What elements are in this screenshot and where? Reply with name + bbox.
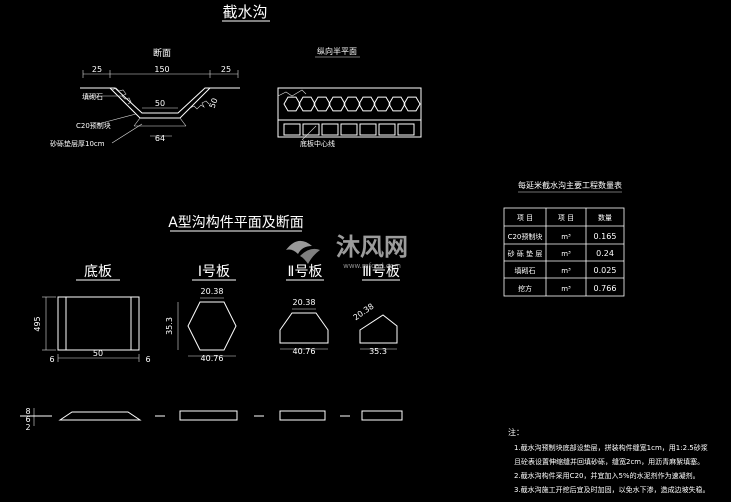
label-concrete: C20预制块 [76, 121, 111, 130]
hexagon-block [328, 96, 346, 112]
part-label-plate-1: Ⅰ号板 [198, 264, 230, 280]
notes-head: 注： [508, 427, 524, 437]
dim-right-shoulder: 25 [221, 65, 231, 74]
table-cell: 砂 砾 垫 层 [508, 249, 543, 258]
brick-block [359, 123, 377, 136]
dim-plate2-top: 20.38 [293, 298, 316, 307]
note-line: 2.截水沟构件采用C20，并宜加入5%的水泥剂作为速凝剂。 [514, 471, 700, 480]
table-cell: 挖方 [518, 284, 532, 293]
quantity-table: 每延米截水沟主要工程数量表 项 目 项 目 数量 C20预制块 m³ 0.165… [503, 180, 625, 297]
dim-plate1-width: 40.76 [201, 354, 224, 363]
trench-half-plan: 纵向半平面 底板中心线 [277, 46, 422, 148]
side-elevations: 8 6 2 [20, 407, 403, 432]
dim-plate3-bottom: 35.3 [369, 347, 387, 356]
part-label-plate-2: Ⅱ号板 [288, 264, 323, 280]
hexagon-block [298, 96, 316, 112]
dim-bottom: 50 [155, 99, 165, 108]
table-cell: m³ [561, 250, 571, 258]
hexagon-block [403, 96, 421, 112]
hexagon-block [373, 96, 391, 112]
brick-block [321, 123, 339, 136]
plate-1-drawing: 20.38 35.3 40.76 [165, 287, 237, 363]
label-gravel: 砂砾垫层厚10cm [50, 139, 105, 148]
table-cell: m³ [561, 267, 571, 275]
hexagon-block [358, 96, 376, 112]
plate-2-drawing: 20.38 40.76 [279, 298, 329, 356]
note-line: 1.截水沟预制块底部设垫层，拼装构件缝宽1cm，用1:2.5砂浆 [514, 443, 708, 452]
table-header-item: 项 目 [517, 214, 533, 222]
table-title: 每延米截水沟主要工程数量表 [518, 180, 622, 190]
brick-block [302, 123, 320, 136]
table-cell: C20预制块 [508, 232, 543, 241]
dim-left-shoulder: 25 [92, 65, 102, 74]
brick-block [340, 123, 358, 136]
notes: 注： 1.截水沟预制块底部设垫层，拼装构件缝宽1cm，用1:2.5砂浆 且砼表设… [508, 427, 710, 494]
watermark-logo-icon [286, 240, 320, 264]
part-label-plate-3: Ⅲ号板 [362, 264, 400, 280]
hexagon-block [388, 96, 406, 112]
section-label: 断面 [153, 47, 171, 59]
dim-plate3-top: 20.38 [352, 302, 376, 323]
watermark: 沐风网 www.mfcad.com [286, 233, 408, 270]
table-cell: m³ [561, 233, 571, 241]
table-cell: 0.025 [594, 266, 617, 275]
dim-plate2-bottom: 40.76 [293, 347, 316, 356]
table-cell: 0.165 [594, 232, 617, 241]
dim-depth: 50 [208, 97, 220, 110]
dim-side-bottom: 2 [25, 423, 30, 432]
plan-note: 底板中心线 [300, 139, 335, 148]
brick-block [378, 123, 396, 136]
dim-plate-left-edge: 6 [49, 355, 54, 364]
watermark-url: www.mfcad.com [343, 262, 401, 270]
plate-3-drawing: 20.38 35.3 [352, 302, 398, 356]
dim-plate-height: 495 [33, 316, 42, 331]
hexagon-block [343, 96, 361, 112]
label-paving: 填砌石 [82, 92, 103, 101]
brick-row [283, 123, 415, 136]
dim-side-top: 8 [25, 407, 30, 416]
dim-side-mid: 6 [25, 415, 30, 424]
note-line: 3.截水沟施工开挖后宜及时加固，以免水下渗，造成边坡失稳。 [514, 485, 710, 494]
hexagon-block [313, 96, 331, 112]
table-header-qty: 数量 [598, 213, 612, 222]
dim-top-width: 150 [154, 65, 169, 74]
brick-block [283, 123, 301, 136]
table-header-unit: 项 目 [558, 214, 574, 222]
table-cell: m³ [561, 285, 571, 293]
dim-plate-width: 50 [93, 349, 103, 358]
part-label-bottom-plate: 底板 [84, 264, 112, 280]
bottom-plate-drawing: 495 50 6 6 [33, 296, 151, 364]
trench-cross-section: 断面 25 150 25 50 50 64 填砌石 C20预制块 砂砾垫层厚10… [50, 47, 240, 148]
table-cell: 0.24 [596, 249, 614, 258]
a-type-title: A型沟构件平面及断面 [168, 215, 304, 231]
hexagon-block [283, 96, 301, 112]
table-cell: 0.766 [594, 284, 617, 293]
dim-plate-right-edge: 6 [145, 355, 150, 364]
brick-block [397, 123, 415, 136]
dim-base: 64 [155, 134, 165, 143]
note-line: 且砼表设置伸缩缝并回填砂砾，缝宽2cm，用沥青麻絮填塞。 [514, 457, 704, 466]
watermark-brand: 沐风网 [336, 233, 408, 261]
drawing-title: 截水沟 [222, 3, 267, 21]
hexagon-pattern [283, 96, 421, 112]
table-cell: 填砌石 [515, 266, 536, 275]
dim-plate1-top: 20.38 [201, 287, 224, 296]
plan-label: 纵向半平面 [317, 46, 357, 56]
dim-plate1-height: 35.3 [165, 317, 174, 335]
